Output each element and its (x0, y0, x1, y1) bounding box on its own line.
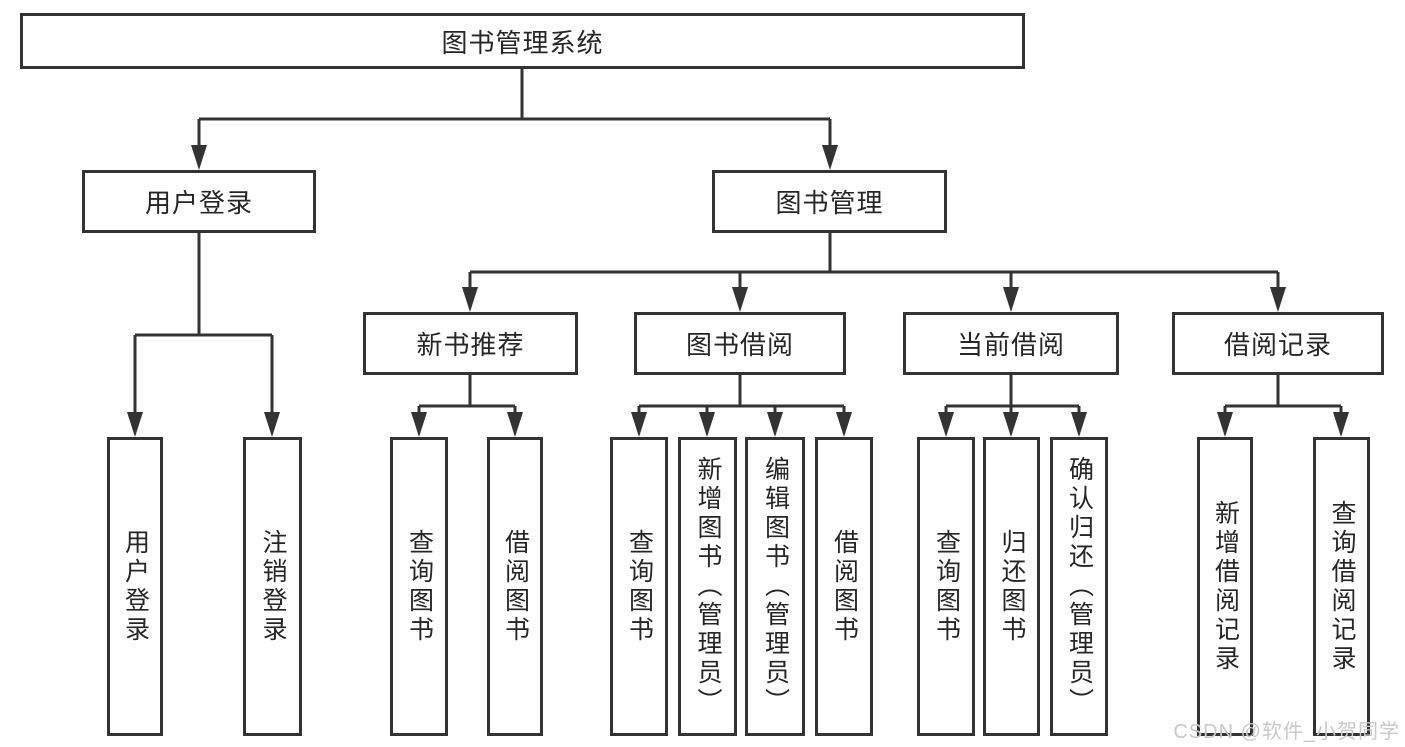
node-library-management-system: 图书管理系统 (20, 13, 1025, 69)
arrow-down-icon (767, 412, 783, 437)
arrow-down-icon (836, 412, 852, 437)
leaf-label: 新增借阅记录 (1211, 499, 1240, 674)
leaf-records-query-record: 查询借阅记录 (1313, 437, 1370, 736)
arrow-down-icon (1003, 412, 1019, 437)
csdn-watermark: CSDN @软件_小贺同学 (1173, 721, 1400, 743)
arrow-down-icon (1333, 412, 1349, 437)
arrow-down-icon (1003, 287, 1019, 312)
leaf-current-return-books: 归还图书 (983, 437, 1040, 736)
leaf-label: 新增图书（管理员） (694, 456, 722, 717)
node-current-borrow: 当前借阅 (903, 312, 1119, 375)
node-user-login: 用户登录 (82, 170, 316, 233)
node-new-book-recommend: 新书推荐 (363, 312, 578, 375)
leaf-label: 确认归还（管理员） (1065, 456, 1094, 717)
connector-new-book-recommend (417, 375, 517, 417)
leaf-label: 借阅图书 (830, 528, 859, 645)
arrow-down-icon (699, 412, 715, 437)
connector-root (197, 69, 832, 150)
leaf-borrow-query-books: 查询图书 (610, 437, 668, 736)
arrow-down-icon (822, 145, 838, 170)
leaf-user-login: 用户登录 (107, 437, 163, 736)
leaf-borrow-add-books-admin: 新增图书（管理员） (678, 437, 737, 736)
leaf-records-add-record: 新增借阅记录 (1197, 437, 1253, 736)
node-borrow-records: 借阅记录 (1172, 312, 1384, 375)
leaf-current-query-books: 查询图书 (917, 437, 975, 736)
leaf-recommend-query-books: 查询图书 (390, 437, 448, 736)
leaf-borrow-borrow-books: 借阅图书 (815, 437, 873, 736)
leaf-label: 用户登录 (121, 528, 150, 645)
arrow-down-icon (732, 287, 748, 312)
arrow-down-icon (1270, 287, 1286, 312)
leaf-label: 查询图书 (625, 528, 654, 645)
leaf-logout: 注销登录 (243, 437, 302, 736)
arrow-down-icon (462, 287, 478, 312)
arrow-down-icon (191, 145, 207, 170)
connector-book-management (468, 233, 1280, 292)
leaf-label: 借阅图书 (501, 528, 530, 645)
connector-user-login (133, 233, 274, 417)
arrow-down-icon (1217, 412, 1233, 437)
connector-book-borrow (637, 375, 846, 417)
leaf-label: 编辑图书（管理员） (761, 456, 790, 717)
leaf-recommend-borrow-books: 借阅图书 (487, 437, 543, 736)
leaf-label: 注销登录 (259, 528, 287, 645)
arrow-down-icon (631, 412, 647, 437)
arrow-down-icon (411, 412, 427, 437)
leaf-label: 查询图书 (932, 528, 961, 645)
arrow-down-icon (938, 412, 954, 437)
connector-current-borrow (944, 375, 1081, 417)
connector-borrow-records (1223, 375, 1343, 417)
node-book-borrow: 图书借阅 (634, 312, 846, 375)
arrow-down-icon (507, 412, 523, 437)
node-book-management: 图书管理 (712, 170, 947, 233)
leaf-current-confirm-return-admin: 确认归还（管理员） (1050, 437, 1108, 736)
leaf-label: 归还图书 (998, 528, 1026, 645)
arrow-down-icon (127, 412, 143, 437)
leaf-borrow-edit-books-admin: 编辑图书（管理员） (745, 437, 805, 736)
arrow-down-icon (264, 412, 280, 437)
arrow-down-icon (1071, 412, 1087, 437)
leaf-label: 查询图书 (405, 528, 434, 645)
leaf-label: 查询借阅记录 (1328, 499, 1356, 674)
